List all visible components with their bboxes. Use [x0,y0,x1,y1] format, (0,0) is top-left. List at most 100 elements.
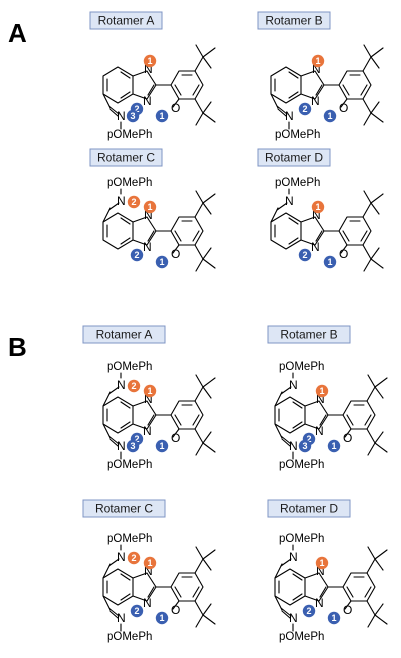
panel-b-rotamer-c-bottom-imine-n: N [117,611,126,625]
panel-b-rotamer-b-badge-top-n-number: 1 [319,386,324,396]
panel-b-rotamer-a-badge-bottom-n-number: 2 [134,434,139,444]
panel-b-rotamer-a-badge-oh: 1 [155,439,169,453]
panel-b-rotamer-d-badge-top-n: 1 [315,556,329,570]
panel-a-rotamer-d-badge-top-n-number: 1 [315,202,320,212]
panel-b-rotamer-c-badge-bottom-n-number: 2 [134,606,139,616]
panel-a-rotamer-d-label-box [257,148,331,167]
panel-b-rotamer-d-n-bottom: N [315,596,324,610]
panel-a-rotamer-b-badge-top-n: 1 [311,54,325,68]
panel-a-rotamer-c-n-bottom: N [143,240,152,254]
panel-a-rotamer-d-badge-bottom-n-circle [298,248,312,262]
panel-b-rotamer-b-top-imine-n: N [289,378,298,392]
panel-b-rotamer-c-badge-oh-number: 1 [159,613,164,623]
panel-a-rotamer-d-badge-top-n: 1 [311,200,325,214]
panel-b-rotamer-c-badge-bottom-n-circle [130,604,144,618]
panel-b-rotamer-c-top-imine-n: N [117,550,126,564]
panel-b-rotamer-c-label-text: Rotamer C [95,502,153,516]
panel-a-rotamer-d-top-cn-bond [276,202,288,211]
panel-b-rotamer-b-n-top: N [316,392,325,406]
panel-b-rotamer-d-label-text: Rotamer D [280,502,338,516]
panel-a-rotamer-b-bottom-imine-n: N [285,109,294,123]
panel-b-rotamer-a-badge-top-n: 1 [143,384,157,398]
panel-b-rotamer-d-badge-top-n-number: 1 [319,558,324,568]
panel-b-rotamer-a-o: O [171,431,180,445]
panel-a-rotamer-d-n-top: N [312,208,321,222]
panel-b-rotamer-a-bottom-cn-bond [108,435,120,447]
panel-b-rotamer-a-badge-bottom-imine: 3 [126,439,140,453]
panel-a-rotamer-d-n-bottom: N [311,240,320,254]
panel-a-rotamer-b-badge-top-n-number: 1 [315,56,320,66]
panel-a-rotamer-a-n-bottom: N [143,94,152,108]
panel-a-rotamer-a-badge-oh-circle [155,109,169,123]
panel-b-rotamer-c-badge-top-imine-circle [127,551,141,565]
panel-a-rotamer-a-n-top: N [144,62,153,76]
panel-a-rotamer-c-label: Rotamer C [89,148,163,167]
panel-b-rotamer-b-badge-oh-circle [327,439,341,453]
panel-b-rotamer-a-badge-top-imine-circle [127,379,141,393]
panel-a-rotamer-c-badge-oh: 1 [155,255,169,269]
panel-a-rotamer-a-label-box [89,11,163,30]
panel-a-rotamer-c-top-group: pOMePh [107,177,152,189]
panel-a-rotamer-d-o: O [339,247,348,261]
panel-b-rotamer-b-o: O [343,431,352,445]
panel-a-rotamer-d-badge-oh: 1 [323,255,337,269]
panel-a-rotamer-a-badge-top-n-circle [143,54,157,68]
panel-a-rotamer-c-n-top: N [144,208,153,222]
panel-a-rotamer-b-badge-bottom-n-circle [298,102,312,116]
panel-b-rotamer-a-label-box [82,325,166,344]
panel-b-rotamer-a-badge-bottom-imine-number: 3 [130,441,135,451]
panel-a-rotamer-d-badge-bottom-n: 2 [298,248,312,262]
panel-a-rotamer-c-badge-bottom-n-number: 2 [134,250,139,260]
panel-a-rotamer-b-badge-bottom-n-number: 2 [302,104,307,114]
panel-b-rotamer-d-bottom-cn-bond [280,607,292,619]
panel-b-rotamer-d-badge-bottom-n: 2 [302,604,316,618]
panel-a-rotamer-b-bottom-cn-bond [276,105,288,117]
panel-a-rotamer-b-n-bottom: N [311,94,320,108]
panel-a-rotamer-a-label: Rotamer A [89,11,163,30]
panel-a-rotamer-c-top-cn-bond [108,202,120,211]
panel-a-rotamer-a-bottom-imine-n: N [117,109,126,123]
panel-a-rotamer-c-badge-oh-circle [155,255,169,269]
panel-a-rotamer-c-badge-top-n: 1 [143,200,157,214]
panel-a-rotamer-c-o: O [171,247,180,261]
panel-b-rotamer-b-n-bottom: N [315,424,324,438]
panel-b-rotamer-a-badge-oh-circle [155,439,169,453]
panel-a-rotamer-b-bottom-group: pOMePh [275,129,320,141]
panel-b-rotamer-b-badge-bottom-imine: 3 [298,439,312,453]
panel-b-rotamer-b-label-text: Rotamer B [280,328,337,342]
panel-b-rotamer-c-badge-top-imine: 2 [127,551,141,565]
panel-a-rotamer-a-badge-oh: 1 [155,109,169,123]
panel-a-rotamer-c-label-text: Rotamer C [97,151,155,165]
panel-a-rotamer-a-badge-oh-number: 1 [159,111,164,121]
panel-b-rotamer-c-top-cn-bond [108,558,120,567]
panel-b-rotamer-c-label: Rotamer C [82,499,166,518]
panel-a-rotamer-b-badge-oh-circle [323,109,337,123]
panel-b-rotamer-a-top-cn-bond [108,386,120,395]
panel-a-rotamer-d-badge-oh-number: 1 [327,257,332,267]
panel-b-rotamer-d-bottom-group: pOMePh [279,631,324,643]
panel-a-rotamer-a-badge-top-n: 1 [143,54,157,68]
panel-a-rotamer-b-badge-top-n-circle [311,54,325,68]
panel-b-rotamer-d-n-top: N [316,564,325,578]
panel-b-rotamer-a-badge-top-n-circle [143,384,157,398]
panel-b-rotamer-c-badge-oh: 1 [155,611,169,625]
panel-a-rotamer-d-top-imine-n: N [285,194,294,208]
panel-a-rotamer-c-badge-top-imine: 2 [127,195,141,209]
panel-a-rotamer-b-badge-oh: 1 [323,109,337,123]
panel-b-rotamer-c-badge-oh-circle [155,611,169,625]
panel-b-rotamer-b-label: Rotamer B [267,325,351,344]
panel-a-rotamer-c-badge-bottom-n-circle [130,248,144,262]
panel-b-rotamer-c-badge-top-n: 1 [143,556,157,570]
panel-a-rotamer-c-top-imine-n: N [117,194,126,208]
panel-a-rotamer-b-label-box [257,11,331,30]
panel-b-rotamer-d-label-box [267,499,351,518]
panel-a-rotamer-b-badge-bottom-n: 2 [298,102,312,116]
panel-b-rotamer-b-badge-top-n: 1 [315,384,329,398]
panel-b-rotamer-b-bottom-cn-bond [280,435,292,447]
